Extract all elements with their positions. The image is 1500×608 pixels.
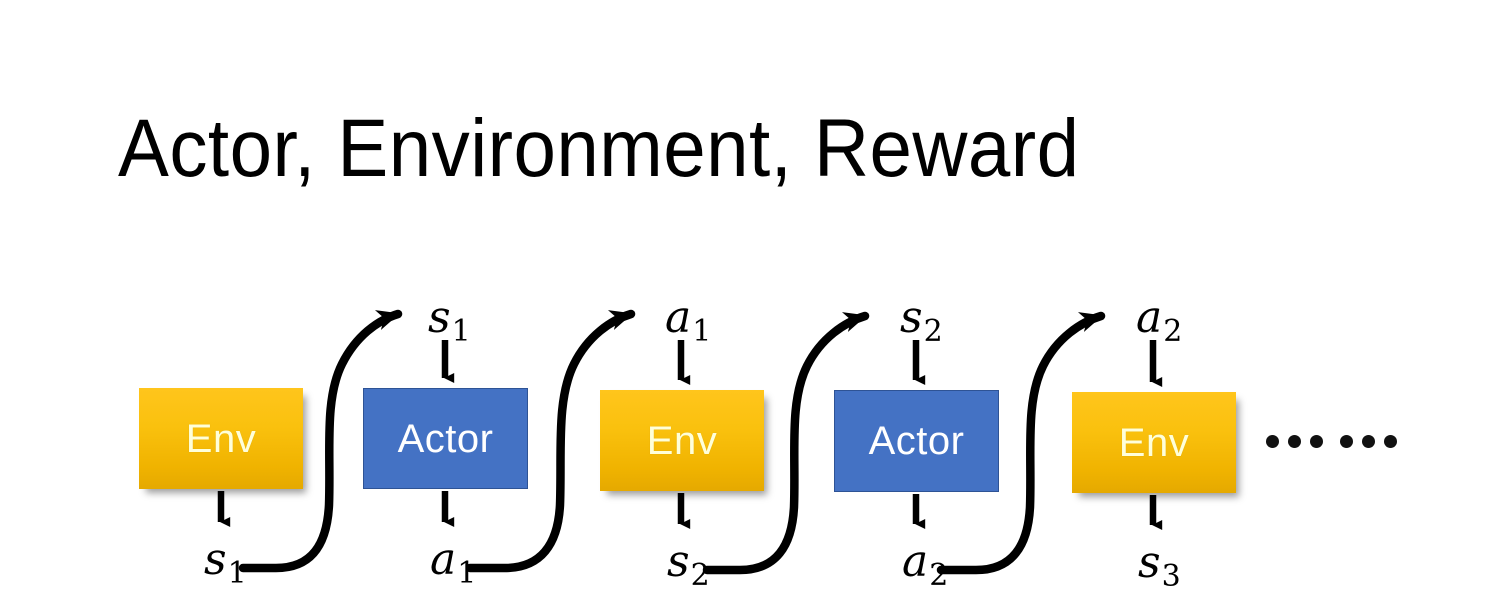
continuation-dots	[1266, 430, 1397, 452]
label-action-a2-top: a2	[1136, 296, 1182, 347]
page-title: Actor, Environment, Reward	[118, 103, 1080, 194]
label-action-a2-bottom: a2	[902, 540, 948, 591]
node-actor-2[interactable]: Actor	[834, 390, 999, 492]
node-env-1[interactable]: Env	[139, 388, 303, 489]
node-label: Env	[646, 418, 718, 463]
subscript: 2	[923, 314, 943, 349]
symbol-s: s	[900, 292, 923, 343]
node-label: Actor	[397, 416, 494, 461]
symbol-a: a	[902, 536, 929, 587]
subscript: 2	[690, 558, 710, 593]
label-state-s1-top: s1	[428, 296, 471, 347]
subscript: 1	[451, 314, 471, 349]
subscript: 2	[929, 558, 949, 593]
ellipsis-dot	[1384, 434, 1397, 448]
label-state-s1-bottom: s1	[204, 538, 247, 589]
node-label: Env	[185, 416, 257, 461]
node-actor-1[interactable]: Actor	[363, 388, 528, 489]
symbol-s: s	[428, 292, 451, 343]
node-env-2[interactable]: Env	[600, 390, 764, 491]
ellipsis-dot	[1288, 434, 1301, 448]
ellipsis-dot	[1362, 434, 1375, 448]
symbol-a: a	[665, 292, 692, 343]
label-action-a1-bottom: a1	[430, 538, 476, 589]
label-state-s2-top: s2	[900, 296, 943, 347]
symbol-a: a	[1136, 292, 1163, 343]
subscript: 1	[457, 556, 477, 591]
ellipsis-dot	[1310, 434, 1323, 448]
node-label: Actor	[868, 419, 965, 463]
node-label: Env	[1118, 420, 1190, 465]
subscript: 1	[692, 314, 712, 349]
ellipsis-dot	[1340, 434, 1353, 448]
ellipsis-dot	[1266, 434, 1279, 448]
symbol-a: a	[430, 534, 457, 585]
subscript: 2	[1163, 314, 1183, 349]
subscript: 1	[227, 556, 247, 591]
symbol-s: s	[1138, 537, 1161, 588]
symbol-s: s	[204, 534, 227, 585]
label-state-s3-bottom: s3	[1138, 541, 1181, 592]
node-env-3[interactable]: Env	[1072, 392, 1236, 493]
label-action-a1-top: a1	[665, 296, 711, 347]
subscript: 3	[1161, 559, 1181, 594]
symbol-s: s	[667, 536, 690, 587]
label-state-s2-bottom: s2	[667, 540, 710, 591]
